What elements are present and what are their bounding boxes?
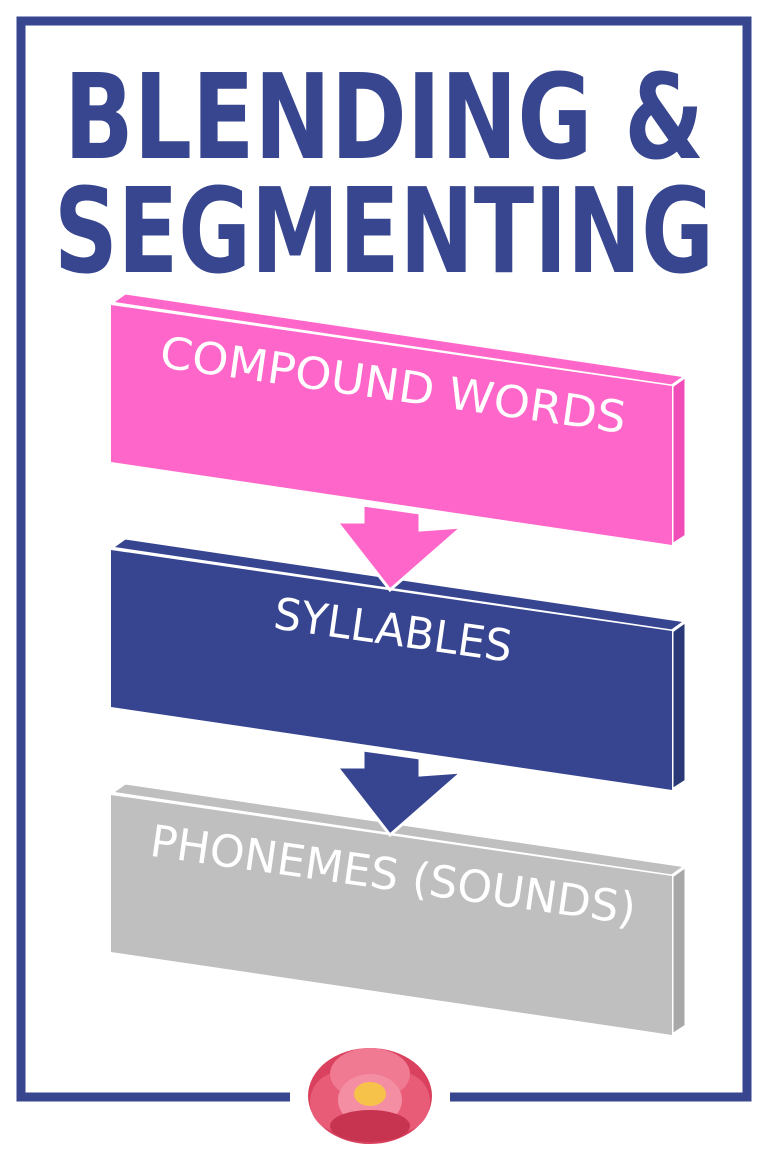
title-line-1: BLENDING &: [64, 48, 704, 186]
box-side-edge: [670, 863, 688, 1038]
title-line-2: SEGMENTING: [54, 162, 714, 300]
step-compound-words: COMPOUND WORDS: [107, 291, 690, 548]
box-side-edge: [670, 618, 688, 793]
box-front: [111, 795, 672, 1035]
peony-flower-icon: [308, 1048, 432, 1144]
box-front: [111, 550, 672, 790]
down-arrow: [333, 503, 467, 593]
frame-border: [16, 16, 752, 1102]
down-arrow: [333, 748, 467, 838]
box-side-edge: [670, 373, 688, 548]
box-front: [111, 305, 672, 545]
